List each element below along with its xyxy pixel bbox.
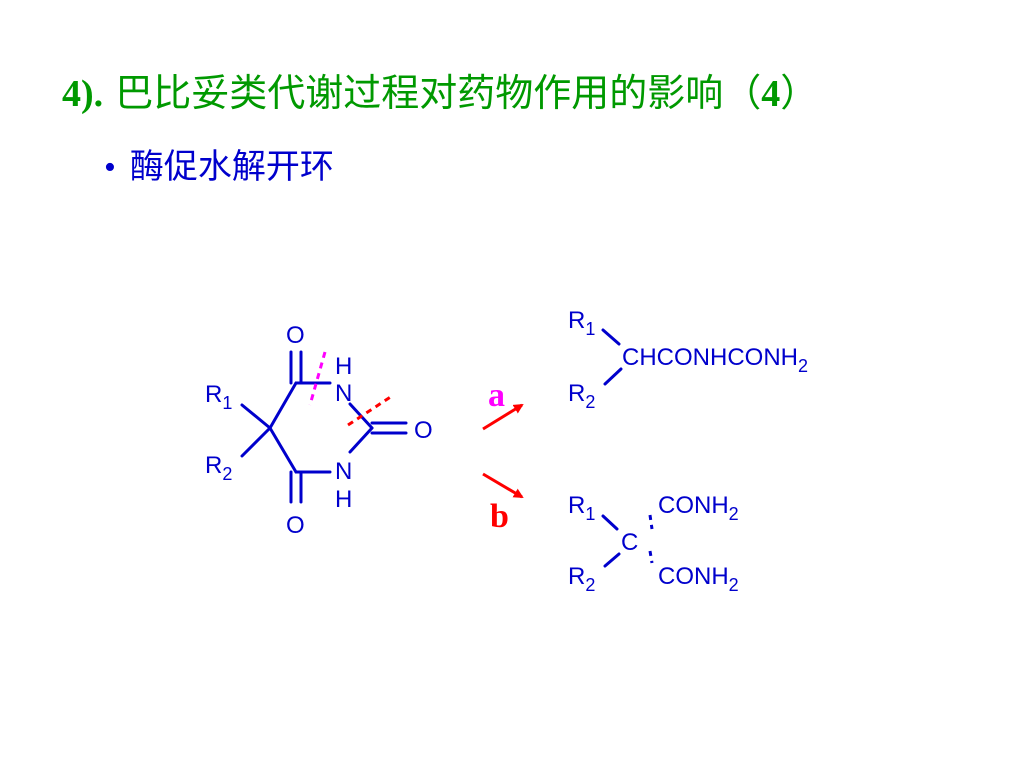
bond-pb-r2 <box>603 552 621 568</box>
product-b-structure <box>601 514 621 568</box>
path-b-label: b <box>490 498 509 535</box>
product-a-chain: CHCONHCONH2 <box>622 344 808 376</box>
bond-pa-r1 <box>601 328 621 346</box>
arrow-a <box>482 403 524 431</box>
bond-n1-c2 <box>348 426 374 454</box>
product-a-r1: R1 <box>568 307 595 339</box>
product-a-structure <box>601 328 623 386</box>
arrow-b <box>482 472 524 499</box>
reactant-h-top: H <box>335 353 352 380</box>
reactant-h-bottom: H <box>335 486 352 513</box>
title-paren-number: 4 <box>761 73 781 115</box>
reactant-o-bottom: O <box>286 512 305 539</box>
bond-pb-bottom-dash <box>648 550 654 564</box>
bullet-text: 酶促水解开环 <box>129 147 334 187</box>
path-a-label: a <box>488 377 505 414</box>
title-close-paren: ） <box>780 71 819 115</box>
bond-pb-top-dash <box>648 514 654 530</box>
bond-pb-r1 <box>601 514 619 531</box>
bond-pa-r2 <box>603 367 623 386</box>
bullet-item: • 酶促水解开环 <box>104 145 334 190</box>
cleavage-line-a <box>308 351 327 406</box>
reactant-r1: R1 <box>205 381 232 413</box>
reactant-n-bottom: N <box>335 458 352 485</box>
reactant-o-right: O <box>414 417 433 444</box>
product-b-top-group: CONH2 <box>658 492 739 524</box>
bond-r2-c5 <box>240 426 272 458</box>
product-b-center: C <box>621 529 638 556</box>
cleavage-line-b <box>347 394 393 427</box>
product-b-r2: R2 <box>568 563 595 595</box>
product-a-r2: R2 <box>568 380 595 412</box>
bullet-dot-icon: • <box>104 149 116 186</box>
bond-c5-c4 <box>268 381 298 430</box>
product-b-bottom-group: CONH2 <box>658 563 739 595</box>
reactant-r2: R2 <box>205 452 232 484</box>
reactant-n-top: N <box>335 380 352 407</box>
slide-title: 4). 巴比妥类代谢过程对药物作用的影响（4） <box>62 68 818 119</box>
title-number: 4). <box>62 73 104 115</box>
reactant-o-top: O <box>286 322 305 349</box>
bond-r1-c5 <box>240 403 272 430</box>
product-b-r1: R1 <box>568 492 595 524</box>
title-text: 巴比妥类代谢过程对药物作用的影响（ <box>115 71 762 115</box>
reactant-structure <box>240 350 408 504</box>
bond-c5-c6 <box>268 426 298 474</box>
